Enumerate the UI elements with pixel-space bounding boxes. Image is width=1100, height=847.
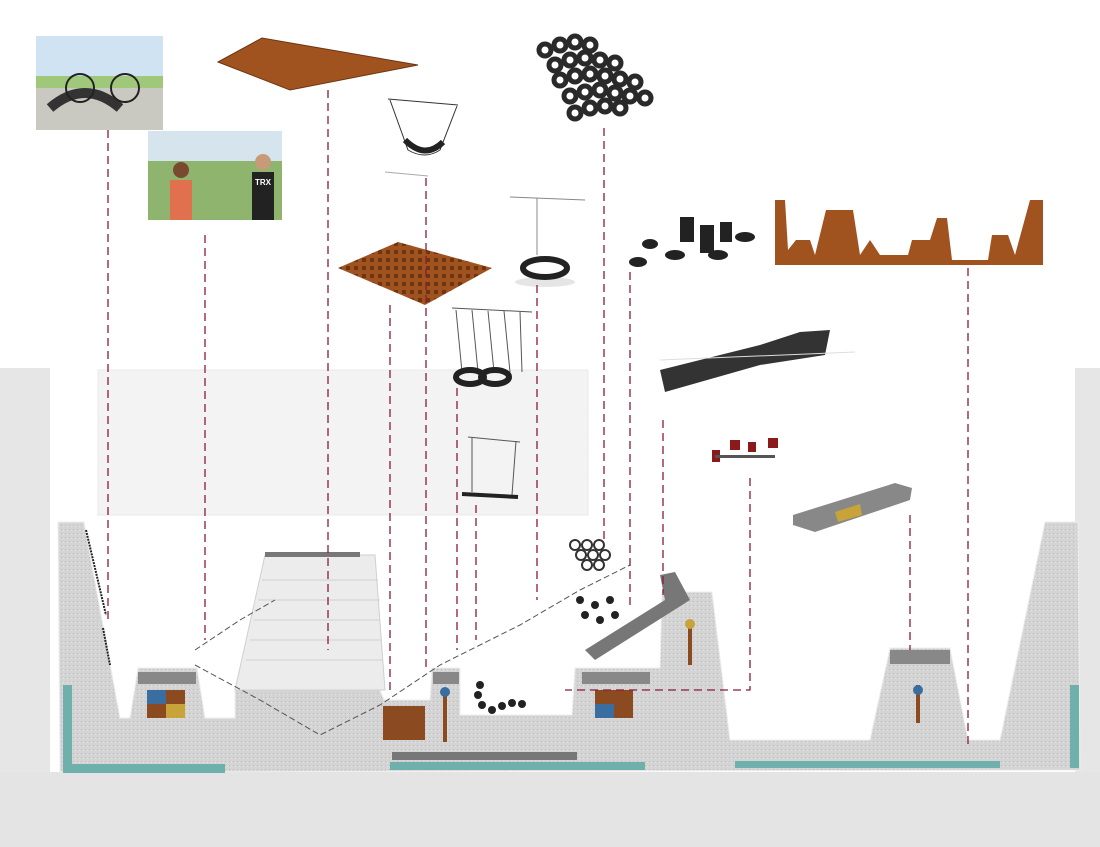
slat-walkway-model — [659, 330, 856, 392]
section-walkway-left — [194, 599, 276, 651]
teal-edge-strips — [63, 685, 1079, 773]
bench-swing-model — [461, 436, 521, 499]
background-panel — [97, 369, 589, 516]
pillar-panels — [138, 650, 950, 740]
tire-swings-row-model — [451, 307, 533, 387]
colored-strip — [392, 752, 577, 760]
slide — [585, 572, 690, 660]
stepped-ramp-model — [216, 37, 419, 91]
photo-lettering: TRX — [255, 178, 271, 187]
tire-wall-model — [536, 33, 654, 122]
leader-lines — [107, 90, 969, 745]
mound-top-cap — [265, 552, 360, 557]
photo-bike-rack — [36, 36, 163, 130]
background-left-band — [0, 368, 50, 847]
wood-post-maze-model — [338, 242, 492, 305]
stepping-posts-model — [712, 438, 778, 462]
background-floor — [0, 772, 1100, 847]
photo-trx-training — [148, 131, 282, 220]
tire-swing-model — [509, 196, 586, 287]
section-tire-wall — [569, 539, 611, 571]
mound-steps — [246, 579, 383, 661]
section-walkway — [194, 564, 631, 736]
section-tires — [474, 596, 619, 714]
ground-section — [57, 521, 1081, 773]
stepped-mound — [234, 554, 386, 691]
stepping-totems — [440, 619, 923, 742]
planter-bench-model — [793, 483, 912, 532]
wall-ladder — [85, 529, 111, 666]
skyline-wall-model — [775, 200, 1043, 265]
tire-stacks-model — [629, 217, 755, 267]
hammock-model — [384, 98, 459, 177]
